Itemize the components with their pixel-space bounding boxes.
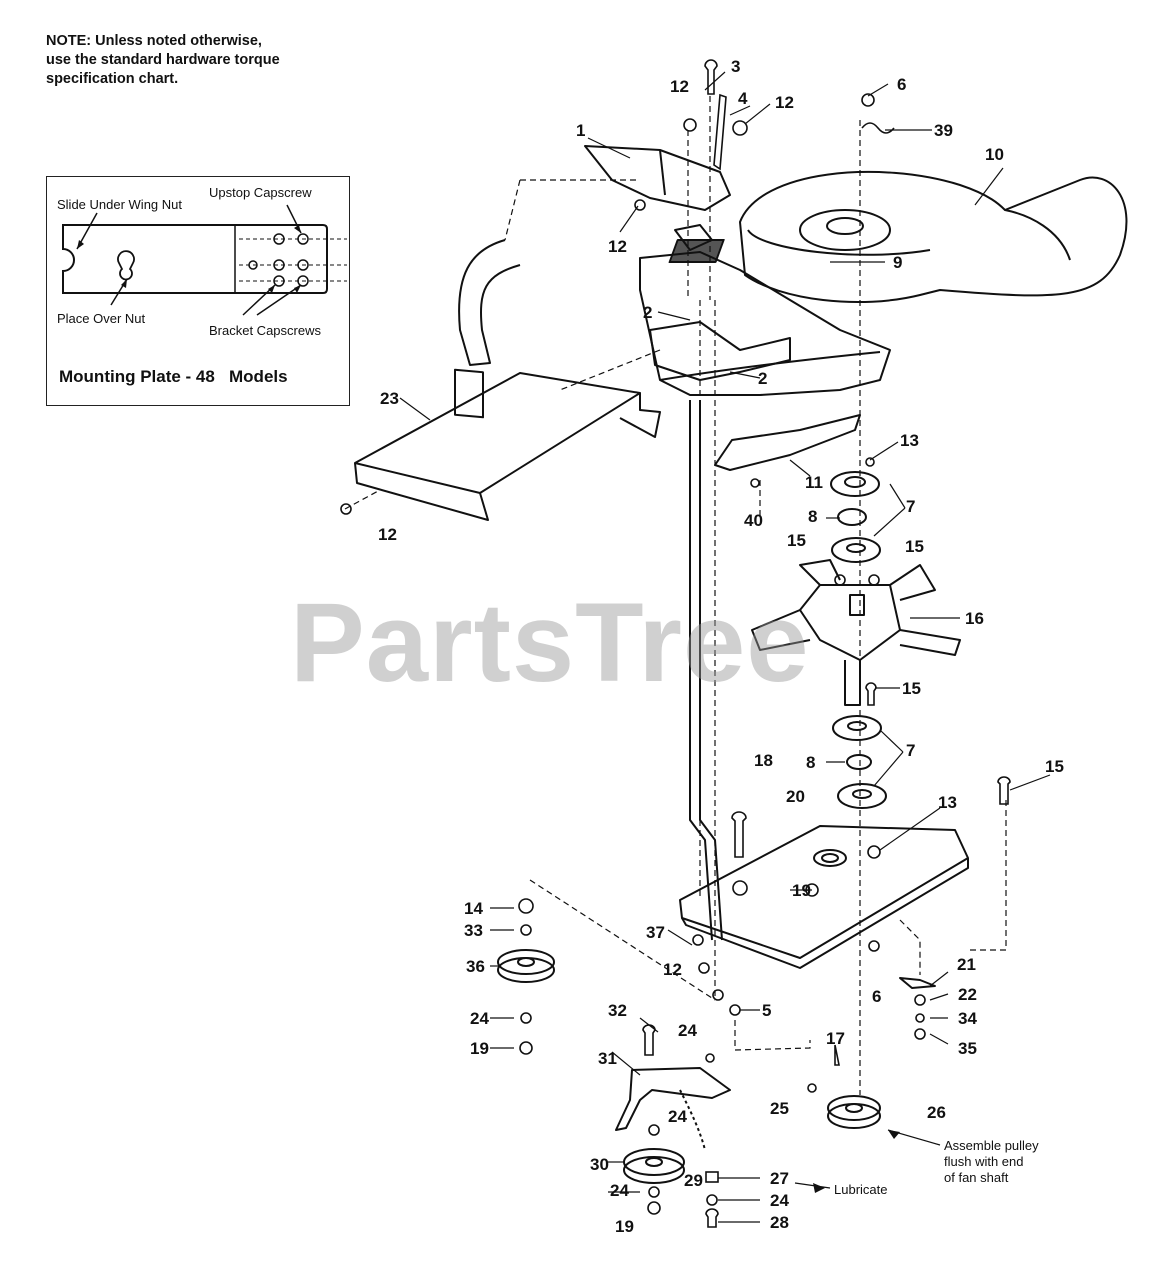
callout-15c: 15	[902, 679, 921, 698]
callout-12a: 12	[670, 77, 689, 96]
callout-23: 23	[380, 389, 399, 408]
callout-7b: 7	[906, 741, 915, 760]
callout-8b: 8	[806, 753, 815, 772]
mounting-plate-20	[679, 825, 969, 969]
callout-19c: 19	[615, 1217, 634, 1236]
callout-2b: 2	[758, 369, 767, 388]
callout-5: 5	[762, 1001, 771, 1020]
bracket-1	[584, 145, 731, 211]
callout-6a: 6	[897, 75, 906, 94]
callout-19a: 19	[792, 881, 811, 900]
callout-39: 39	[934, 121, 953, 140]
deflector-2	[649, 321, 791, 381]
callout-24b: 24	[678, 1021, 697, 1040]
callout-35: 35	[958, 1039, 977, 1058]
callout-9: 9	[893, 253, 902, 272]
callout-18: 18	[754, 751, 773, 770]
callout-16: 16	[965, 609, 984, 628]
callout-12c: 12	[608, 237, 627, 256]
callout-20: 20	[786, 787, 805, 806]
callout-14: 14	[464, 899, 483, 918]
callout-29: 29	[684, 1171, 703, 1190]
callout-19b: 19	[470, 1039, 489, 1058]
assemble-line-2: flush with end	[944, 1154, 1024, 1169]
inset-title: Mounting Plate - 48 Models	[59, 367, 288, 386]
frame-rail-left	[689, 400, 713, 941]
bracket-11	[714, 414, 861, 471]
callout-32: 32	[608, 1001, 627, 1020]
callout-33: 33	[464, 921, 483, 940]
callout-24d: 24	[610, 1181, 629, 1200]
place-over-label: Place Over Nut	[57, 311, 146, 326]
bracket-capscrews-label: Bracket Capscrews	[209, 323, 321, 338]
note-line-1: NOTE: Unless noted otherwise,	[46, 33, 262, 49]
callout-26: 26	[927, 1103, 946, 1122]
callout-34: 34	[958, 1009, 977, 1028]
callout-1: 1	[576, 121, 585, 140]
callout-11: 11	[805, 473, 823, 492]
idler-bracket-31	[615, 1067, 731, 1131]
blower-housing	[639, 170, 1128, 396]
callout-8a: 8	[808, 507, 817, 526]
callout-6b: 6	[872, 987, 881, 1006]
callout-30: 30	[590, 1155, 609, 1174]
upstop-label: Upstop Capscrew	[209, 185, 312, 200]
assemble-line-1: Assemble pulley	[944, 1138, 1039, 1153]
callout-12e: 12	[663, 960, 682, 979]
note-text: NOTE: Unless noted otherwise, use the st…	[46, 32, 280, 89]
callout-24a: 24	[470, 1009, 489, 1028]
impeller-16	[751, 559, 961, 706]
assemble-line-3: of fan shaft	[944, 1170, 1009, 1185]
note-line-3: specification chart.	[46, 71, 179, 87]
callout-28: 28	[770, 1213, 789, 1232]
callout-27: 27	[770, 1169, 789, 1188]
callout-36: 36	[466, 957, 485, 976]
mounting-plate-drawing	[62, 204, 347, 316]
callout-22: 22	[958, 985, 977, 1004]
callout-15d: 15	[1045, 757, 1064, 776]
callout-12d: 12	[378, 525, 397, 544]
assemble-pulley-note: Assemble pulley flush with end of fan sh…	[944, 1138, 1039, 1186]
lubricate-note: Lubricate	[834, 1182, 888, 1197]
callout-25: 25	[770, 1099, 789, 1118]
slide-under-label: Slide Under Wing Nut	[57, 197, 182, 212]
callout-40: 40	[744, 511, 763, 530]
shield-23	[354, 372, 661, 521]
callout-13b: 13	[938, 793, 957, 812]
callout-12b: 12	[775, 93, 794, 112]
callout-10: 10	[985, 145, 1004, 164]
callout-2a: 2	[643, 303, 652, 322]
chute-tube	[458, 239, 521, 366]
callout-21: 21	[957, 955, 976, 974]
callout-15b: 15	[905, 537, 924, 556]
callout-31: 31	[598, 1049, 617, 1068]
callout-24c: 24	[668, 1107, 687, 1126]
mounting-plate-inset: Slide Under Wing Nut Upstop Capscrew Pla…	[46, 176, 350, 406]
callout-24e: 24	[770, 1191, 789, 1210]
callout-15a: 15	[787, 531, 806, 550]
callout-3: 3	[731, 57, 740, 76]
callout-4: 4	[738, 89, 748, 108]
note-line-2: use the standard hardware torque	[46, 52, 280, 68]
callout-7a: 7	[906, 497, 915, 516]
callout-17: 17	[826, 1029, 845, 1048]
callout-37: 37	[646, 923, 665, 942]
callout-13a: 13	[900, 431, 919, 450]
